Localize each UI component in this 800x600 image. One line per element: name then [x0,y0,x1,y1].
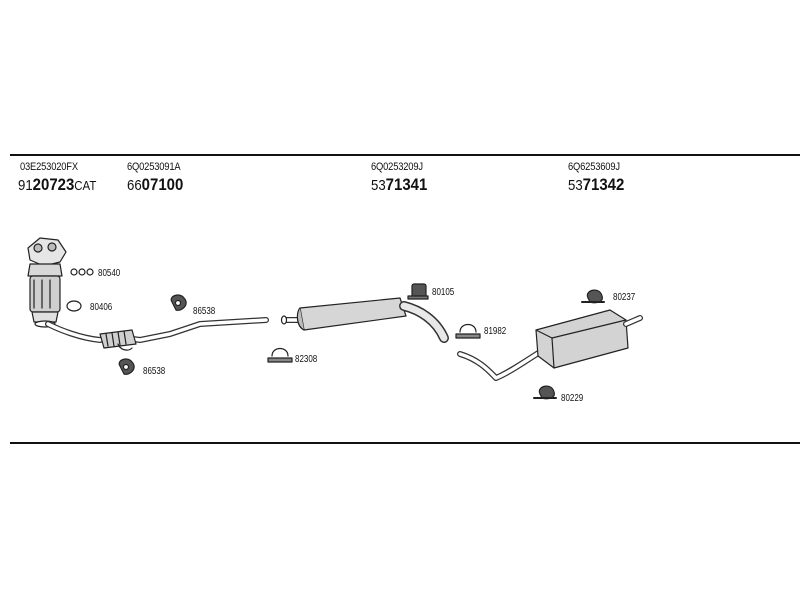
rubber-hanger-icon [407,283,429,300]
label-80105: 80105 [432,287,455,298]
label-82308: 82308 [295,354,318,365]
label-80229: 80229 [561,393,584,404]
article-code-front-pipe: 6607100 [127,175,184,194]
rear-silencer [457,309,643,381]
oe-number-middle-silencer: 6Q0253209J [371,161,423,173]
bottom-rule [10,442,800,444]
pipe-clamp-icon [455,323,481,339]
label-86538-top: 86538 [193,306,216,317]
oe-number-catalyst: 03E253020FX [20,161,78,173]
label-80237: 80237 [613,292,636,303]
top-rule [10,154,800,156]
catalytic-converter [27,237,67,328]
rubber-hanger-icon [533,385,557,400]
pipe-clamp-icon [267,347,293,363]
rubber-hanger-icon [118,358,135,375]
article-code-middle-silencer: 5371341 [371,175,428,194]
label-86538-bottom: 86538 [143,366,166,377]
article-code-catalyst: 9120723CAT [18,175,97,194]
gasket-icon [66,300,82,312]
front-pipe [45,317,269,351]
article-code-rear-silencer: 5371342 [568,175,625,194]
label-80540: 80540 [98,268,121,279]
middle-silencer [280,297,449,343]
rubber-hanger-icon [170,294,187,311]
label-80406: 80406 [90,302,113,313]
oe-number-rear-silencer: 6Q6253609J [568,161,620,173]
oe-number-front-pipe: 6Q0253091A [127,161,181,173]
rubber-hanger-icon [581,289,605,304]
label-81982: 81982 [484,326,507,337]
clamp-icon [70,268,94,276]
